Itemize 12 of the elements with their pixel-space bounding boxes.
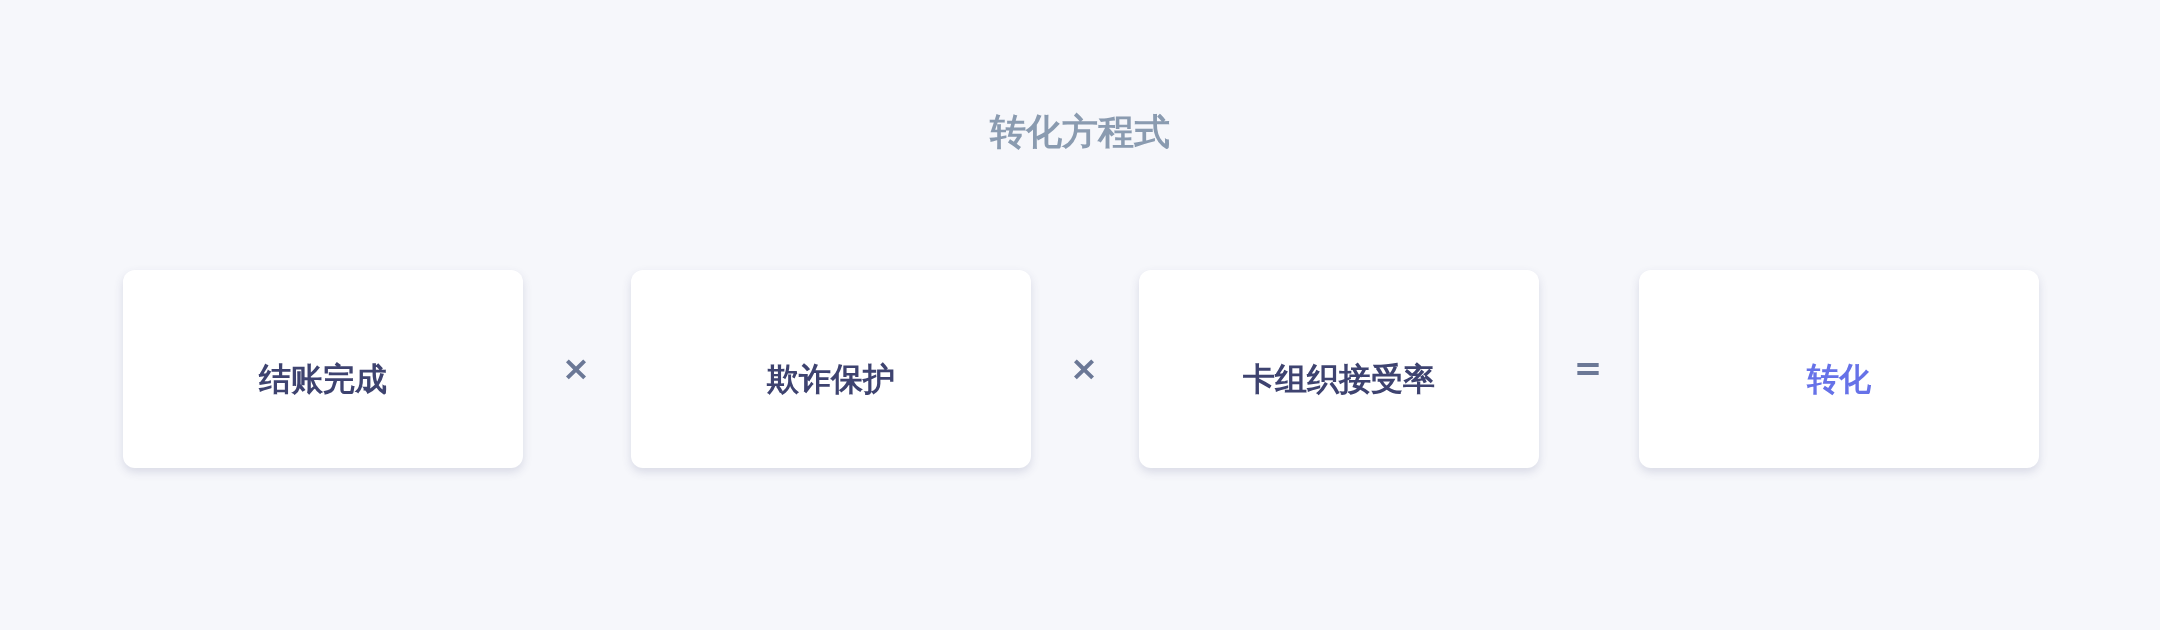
card-label: 结账完成 bbox=[259, 359, 387, 400]
formula-card bbox=[631, 270, 1031, 468]
operator-symbol: = bbox=[1573, 348, 1603, 388]
card-label: 卡组织接受率 bbox=[1243, 359, 1435, 400]
formula-card bbox=[1639, 270, 2039, 468]
card-label: 转化 bbox=[1807, 359, 1871, 400]
formula-card bbox=[1139, 270, 1539, 468]
operator-symbol: × bbox=[1069, 348, 1099, 388]
card-label: 欺诈保护 bbox=[767, 359, 895, 400]
diagram-title: 转化方程式 bbox=[990, 111, 1170, 152]
operator-symbol: × bbox=[561, 348, 591, 388]
formula-card bbox=[123, 270, 523, 468]
